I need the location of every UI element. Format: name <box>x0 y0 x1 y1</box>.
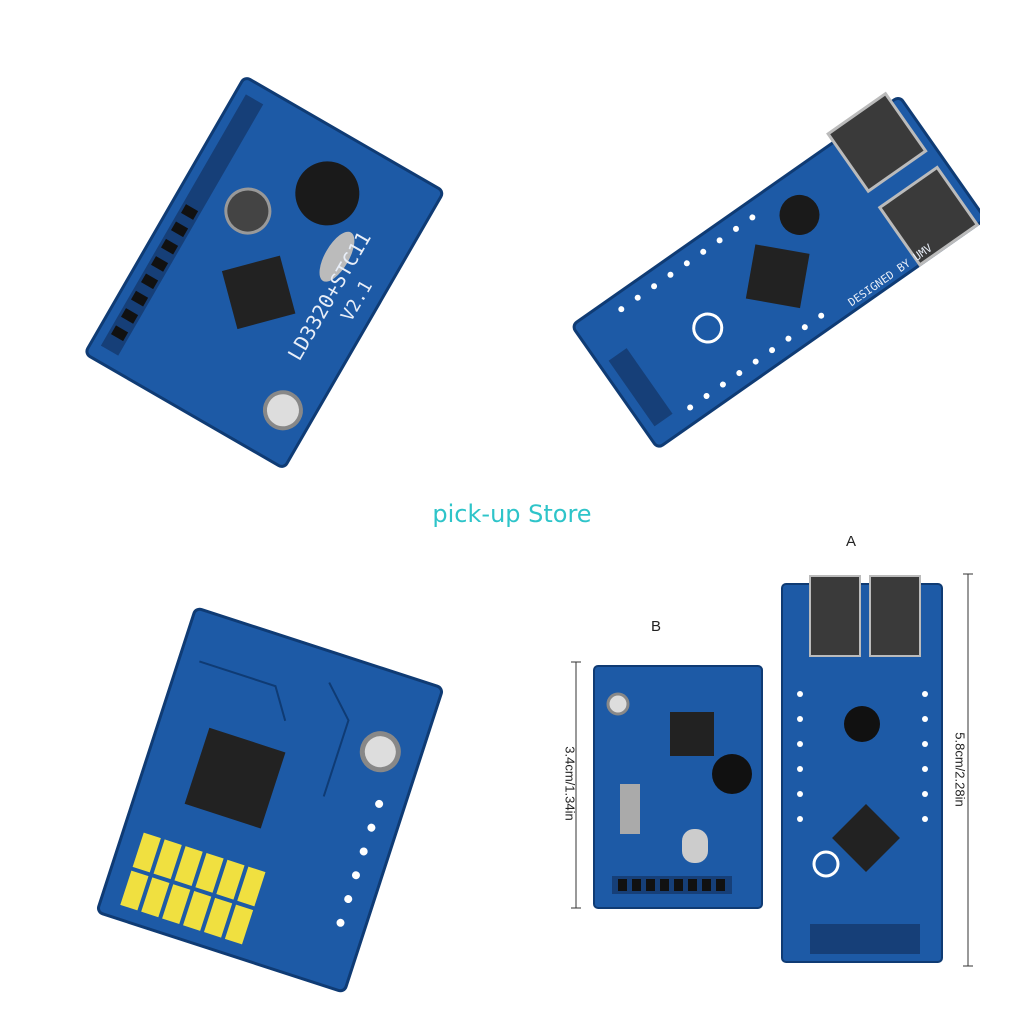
label-b: B <box>651 618 662 635</box>
photo-board-a-measured <box>781 575 943 963</box>
dimension-line-b <box>571 661 581 909</box>
photo-board-b-back <box>96 607 444 993</box>
dimension-line-a <box>963 573 973 967</box>
photo-board-b-measured <box>593 665 763 909</box>
photo-board-b-top: LD3320+STC11 V2.1 <box>85 77 444 468</box>
photo-board-a-top: DESIGNED BY UMV <box>572 91 980 448</box>
dimension-b-text: 3.4cm/1.34in <box>562 746 578 821</box>
dimension-a-text: 5.8cm/2.28in <box>952 732 968 807</box>
store-name: pick-up Store <box>432 500 592 528</box>
label-a: A <box>846 533 857 550</box>
